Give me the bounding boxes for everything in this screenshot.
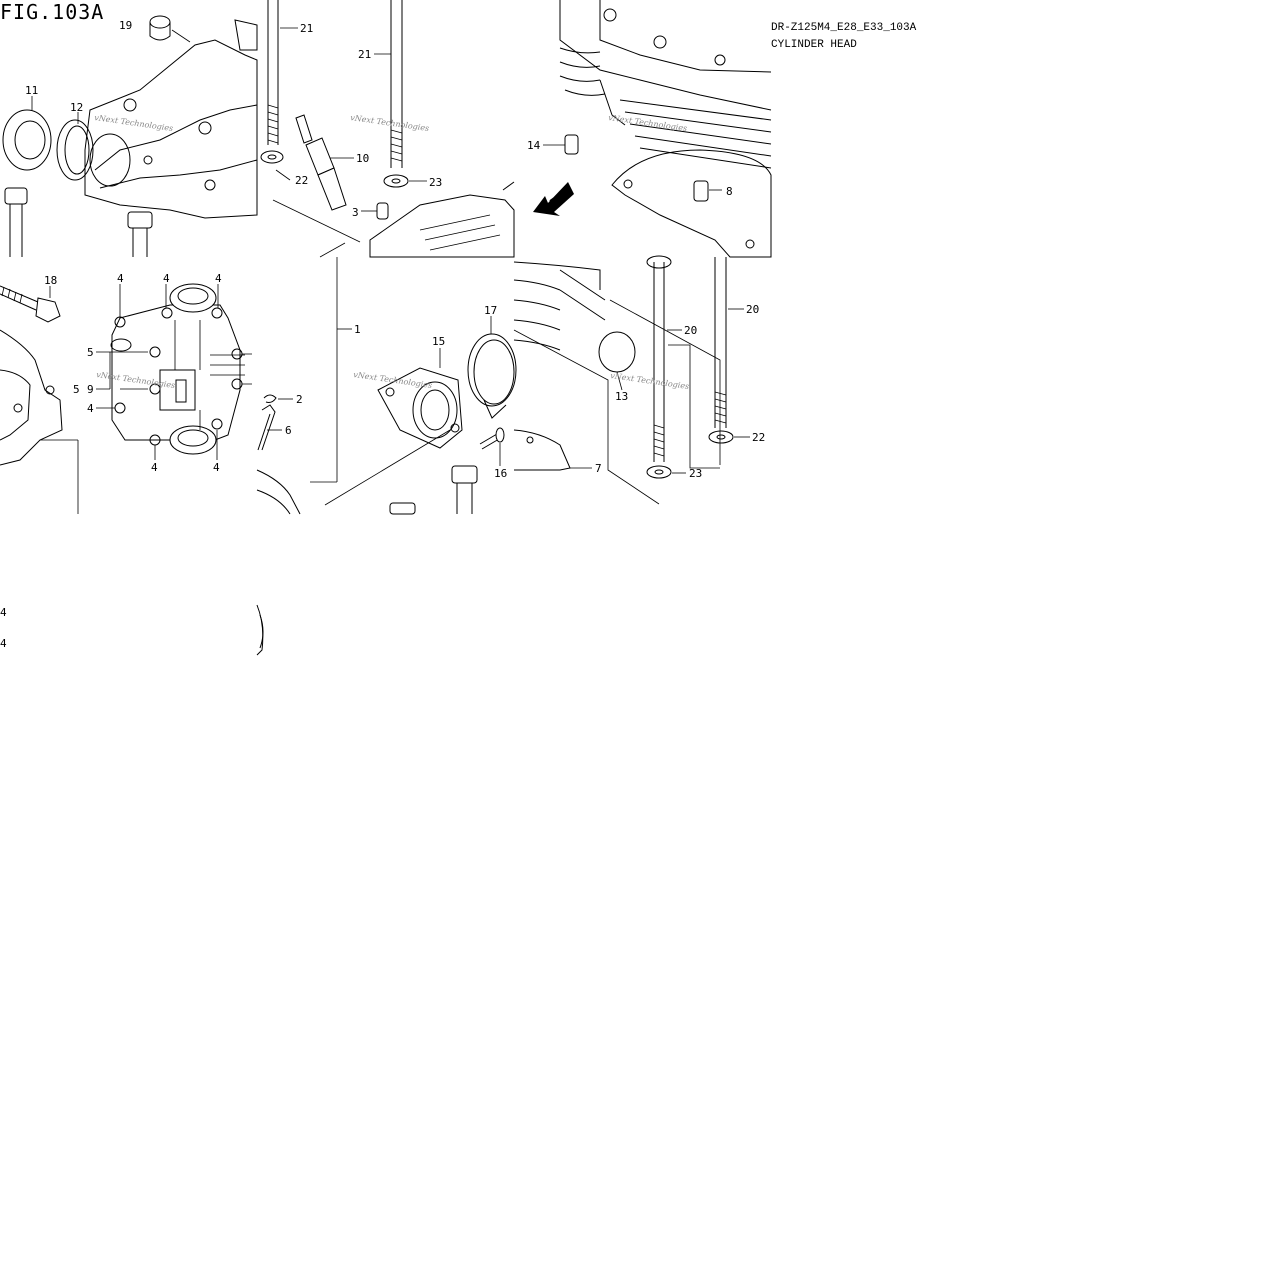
fwd-arrow-icon: FWD bbox=[533, 182, 574, 216]
callout-4: 4 bbox=[215, 272, 222, 285]
part-13-plug bbox=[598, 331, 636, 391]
tile-fragment-lower bbox=[256, 604, 264, 656]
part-20-stud-right bbox=[714, 257, 744, 428]
cylinder-fins-mid bbox=[513, 261, 606, 351]
head-bolts bbox=[4, 187, 153, 257]
callout-3: 3 bbox=[352, 206, 359, 219]
tile-intake-pipe bbox=[256, 257, 517, 515]
watermark-text: vNext Technologies bbox=[94, 113, 174, 133]
part-10-spark-plug bbox=[295, 114, 354, 211]
part-15-intake-pipe bbox=[377, 348, 463, 449]
callout-9: 9 bbox=[87, 383, 94, 396]
callout-1: 1 bbox=[354, 323, 361, 336]
figure-label: FIG.103A bbox=[0, 0, 105, 24]
callout-19: 19 bbox=[119, 19, 132, 32]
part-23-washer bbox=[383, 174, 427, 188]
callout-4: 4 bbox=[87, 402, 94, 415]
tile-studs-spark-plug bbox=[260, 0, 515, 258]
part-3-dowel bbox=[361, 202, 389, 220]
callout-4: 4 bbox=[213, 461, 220, 474]
rocker-cover-plate bbox=[96, 283, 252, 460]
callout-23: 23 bbox=[429, 176, 442, 189]
cylinder-head-fins bbox=[559, 0, 772, 169]
part-19-cap-nut bbox=[149, 15, 191, 43]
callout-5: 5 bbox=[87, 346, 94, 359]
part-23-washer-right bbox=[646, 465, 686, 479]
callout-8: 8 bbox=[726, 185, 733, 198]
callout-15: 15 bbox=[432, 335, 445, 348]
watermark-text: vNext Technologies bbox=[350, 113, 430, 133]
callout-4: 4 bbox=[163, 272, 170, 285]
callout-20: 20 bbox=[746, 303, 759, 316]
callout-6: 6 bbox=[285, 424, 292, 437]
part-11-cap bbox=[2, 96, 52, 171]
cylinder-head-lower bbox=[272, 181, 515, 258]
cylinder-head-body bbox=[84, 19, 258, 219]
callout-17: 17 bbox=[484, 304, 497, 317]
callout-4: 4 bbox=[117, 272, 124, 285]
watermark-text: vNext Technologies bbox=[96, 370, 176, 390]
part-20-stud-left bbox=[646, 255, 682, 462]
watermark-text: vNext Technologies bbox=[608, 113, 688, 133]
callout-16: 16 bbox=[494, 467, 507, 480]
callout-12: 12 bbox=[70, 101, 83, 114]
part-17-clamp bbox=[467, 316, 517, 419]
part-22-washer-right bbox=[708, 430, 750, 444]
section-name: CYLINDER HEAD bbox=[771, 39, 857, 51]
callout-4: 4 bbox=[151, 461, 158, 474]
cylinder-head-gasket bbox=[611, 149, 772, 258]
callout-14: 14 bbox=[527, 139, 541, 152]
tile-cylinder-head-cover bbox=[2, 15, 258, 257]
model-code: DR-Z125M4_E28_E33_103A bbox=[771, 22, 917, 34]
part-21-stud-left bbox=[267, 0, 298, 145]
tile-rocker-cover bbox=[0, 283, 252, 514]
callout-5: 5 bbox=[73, 383, 80, 396]
callout-18: 18 bbox=[44, 274, 57, 287]
callout-11: 11 bbox=[25, 84, 38, 97]
part-12-o-ring bbox=[56, 112, 94, 181]
tile-cylinder-head-top: FWD bbox=[533, 0, 772, 258]
callout-4: 4 bbox=[0, 606, 7, 619]
callout-22: 22 bbox=[752, 431, 765, 444]
callout-2: 2 bbox=[296, 393, 303, 406]
callout-21: 21 bbox=[358, 48, 371, 61]
part-16-screw bbox=[479, 427, 505, 466]
callout-22: 22 bbox=[295, 174, 308, 187]
housing-left bbox=[0, 329, 79, 514]
callout-23: 23 bbox=[689, 467, 702, 480]
part-18-bolt bbox=[0, 285, 61, 323]
part-7-gasket bbox=[513, 429, 592, 471]
part-2-clip bbox=[263, 394, 293, 403]
callout-4: 4 bbox=[0, 637, 7, 650]
callout-13: 13 bbox=[615, 390, 628, 403]
part-6-hose bbox=[257, 404, 282, 451]
callout-labels: 19 11 12 21 21 22 10 23 3 14 8 18 4 4 4 … bbox=[0, 19, 765, 650]
callout-20: 20 bbox=[684, 324, 697, 337]
callout-7: 7 bbox=[595, 462, 602, 475]
callout-10: 10 bbox=[356, 152, 369, 165]
tile-cylinder-studs bbox=[513, 255, 750, 505]
part-14-dowel bbox=[543, 134, 579, 155]
part-8-dowel bbox=[693, 180, 722, 202]
callout-21: 21 bbox=[300, 22, 313, 35]
part-21-stud-right bbox=[374, 0, 403, 168]
part-22-washer-left bbox=[260, 150, 291, 181]
bolt-lower bbox=[389, 465, 478, 515]
